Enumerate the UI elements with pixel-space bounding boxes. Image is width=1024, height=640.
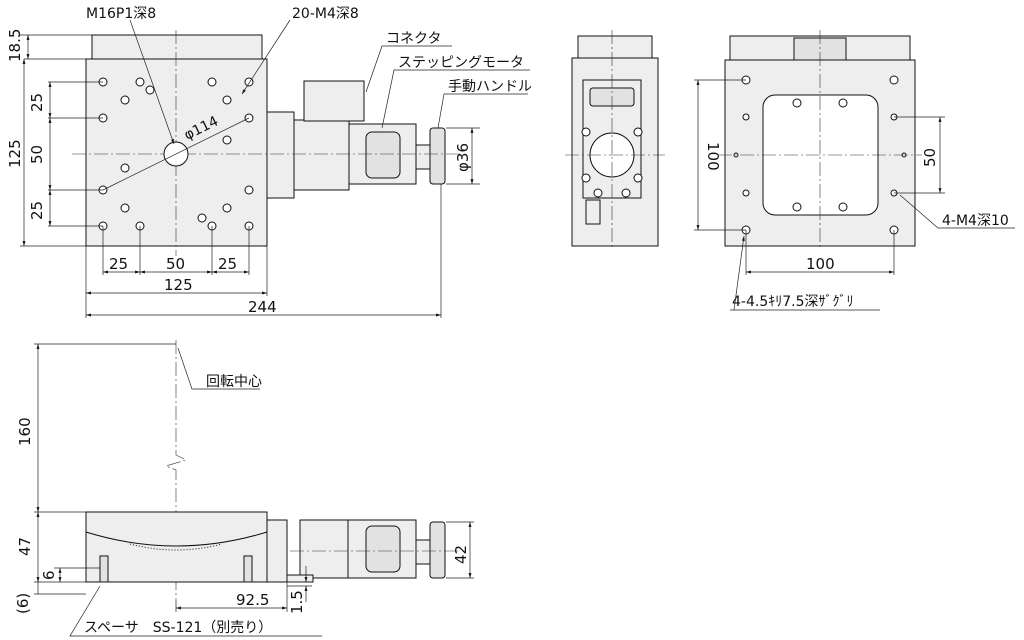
motor-body [293, 119, 350, 191]
front-hand-wheel [429, 521, 446, 579]
dim-25-h1: 25 [109, 255, 128, 273]
m16-thread-label: M16P1深8 [86, 6, 156, 22]
stepping-motor-label: ステッピングモータ [398, 55, 524, 71]
motor-coupling [365, 131, 401, 179]
dim-50-h: 50 [166, 255, 185, 273]
side-top-bar [577, 35, 653, 59]
bottom-view: 100 50 100 4-M4深10 4-4.5ｷﾘ7.5深ｻﾞｸﾞﾘ [694, 30, 1015, 311]
top-view: φ114 M16P1深8 20-M4深8 コネクタ ステッピングモータ 手動ハン… [6, 6, 532, 318]
side-cable [585, 199, 601, 225]
front-motor-coupling [365, 525, 401, 573]
connector-label: コネクタ [386, 31, 441, 47]
hand-wheel [429, 127, 446, 185]
dim-100-side: 100 [704, 142, 722, 171]
dim-42: 42 [452, 545, 470, 564]
dim-50-v: 50 [28, 145, 46, 164]
front-table [85, 511, 268, 583]
m4-holes-4-label: 4-M4深10 [942, 213, 1009, 229]
front-motor-body [299, 519, 349, 579]
connector-block [303, 80, 365, 122]
dim-47: 47 [16, 537, 34, 556]
side-view [565, 30, 665, 250]
dim-125-h: 125 [164, 276, 193, 294]
spacer-right [243, 555, 253, 583]
spacer-left [99, 555, 109, 583]
m4-holes-20-label: 20-M4深8 [292, 6, 359, 22]
dim-100-bottom: 100 [806, 255, 835, 273]
mount-holes-label: 4-4.5ｷﾘ7.5深ｻﾞｸﾞﾘ [732, 294, 854, 310]
front-base-step [286, 574, 314, 583]
dim-92-5: 92.5 [236, 591, 269, 609]
front-view: 回転中心 160 47 6 (6) 92.5 1.5 42 [14, 340, 474, 637]
front-worm [266, 519, 288, 583]
m4-hole-grid [98, 77, 254, 231]
dim-25-a: 25 [28, 93, 46, 112]
dim-18-5: 18.5 [6, 29, 24, 62]
dim-6-paren: (6) [14, 593, 32, 614]
dim-25-b: 25 [28, 201, 46, 220]
dim-50-side: 50 [921, 148, 939, 167]
handle-shaft [415, 144, 431, 170]
phi36-label: φ36 [454, 143, 472, 172]
dim-25-h2: 25 [218, 255, 237, 273]
front-arc [85, 531, 268, 547]
front-handle-shaft [415, 539, 431, 565]
spacer-label: スペーサ SS-121（別売り） [84, 620, 272, 636]
dim-6: 6 [40, 570, 58, 580]
hand-wheel-label: 手動ハンドル [448, 79, 532, 95]
dim-160: 160 [16, 417, 34, 446]
dim-125-v: 125 [6, 139, 24, 168]
dim-1-5: 1.5 [288, 590, 306, 614]
dim-244: 244 [248, 298, 277, 316]
worm-housing [266, 111, 295, 199]
rotation-center-label: 回転中心 [206, 374, 262, 390]
top-clamp-bar [91, 34, 263, 60]
